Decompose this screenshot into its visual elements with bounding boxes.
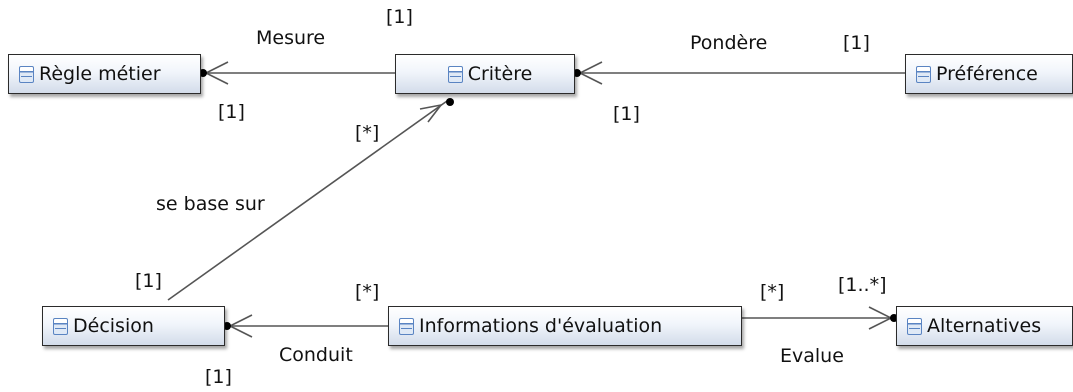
class-icon bbox=[399, 317, 414, 335]
multiplicity-se-base-sur-critere: [*] bbox=[355, 122, 380, 144]
class-box-regle-metier[interactable]: Règle métier bbox=[8, 54, 201, 94]
class-name: Préférence bbox=[936, 63, 1038, 85]
class-box-critere[interactable]: Critère bbox=[395, 54, 575, 94]
class-icon bbox=[53, 317, 68, 335]
association-name-se-base-sur: se base sur bbox=[156, 193, 265, 215]
class-name: Alternatives bbox=[927, 315, 1042, 337]
association-name-pondere: Pondère bbox=[690, 32, 768, 54]
multiplicity-evalue-informations: [*] bbox=[760, 281, 785, 303]
se-base-sur-end-dot bbox=[446, 98, 454, 106]
class-name: Informations d'évaluation bbox=[419, 315, 663, 337]
multiplicity-conduit-decision: [1] bbox=[205, 366, 232, 388]
se-base-sur-arrowhead bbox=[419, 103, 443, 123]
association-name-mesure: Mesure bbox=[256, 27, 326, 49]
multiplicity-pondere-critere: [1] bbox=[613, 103, 640, 125]
class-box-alternatives[interactable]: Alternatives bbox=[896, 306, 1073, 346]
multiplicity-mesure-critere: [1] bbox=[386, 6, 413, 28]
class-box-decision[interactable]: Décision bbox=[42, 306, 225, 346]
class-icon bbox=[447, 65, 463, 83]
class-icon bbox=[907, 317, 922, 335]
conduit-end-dot bbox=[223, 322, 231, 330]
class-box-preference[interactable]: Préférence bbox=[905, 54, 1073, 94]
pondere-end-dot bbox=[573, 69, 581, 77]
class-icon bbox=[19, 65, 34, 83]
multiplicity-pondere-preference: [1] bbox=[843, 32, 870, 54]
multiplicity-evalue-alternatives: [1..*] bbox=[838, 274, 887, 296]
multiplicity-mesure-regle: [1] bbox=[218, 101, 245, 123]
multiplicity-se-base-sur-decision: [1] bbox=[135, 270, 162, 292]
class-icon bbox=[916, 65, 931, 83]
association-name-evalue: Evalue bbox=[780, 345, 844, 367]
class-name: Règle métier bbox=[39, 63, 161, 85]
class-box-informations-evaluation[interactable]: Informations d'évaluation bbox=[388, 306, 742, 346]
multiplicity-conduit-informations: [*] bbox=[355, 281, 380, 303]
association-name-conduit: Conduit bbox=[279, 344, 353, 366]
mesure-end-dot bbox=[199, 69, 207, 77]
se-base-sur-line[interactable] bbox=[167, 100, 448, 301]
class-name: Critère bbox=[467, 63, 533, 85]
class-name: Décision bbox=[73, 315, 154, 337]
